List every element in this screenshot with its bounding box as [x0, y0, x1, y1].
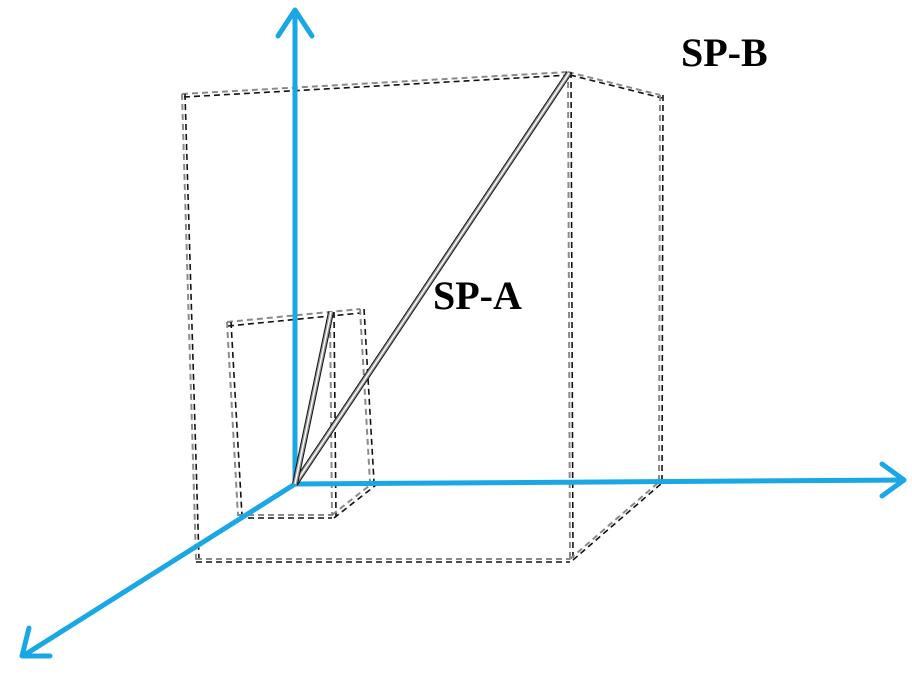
large-box-edge [569, 74, 663, 99]
large-box-edge [658, 94, 661, 483]
x-axis-arrowhead [879, 461, 907, 499]
large-box-edge [570, 71, 574, 561]
large-box-edge [567, 71, 661, 96]
small-box-edge [333, 484, 377, 519]
small-box-edge [363, 308, 375, 483]
large-box-edge [567, 71, 571, 561]
large-box-edge [184, 93, 200, 561]
large-box-edge [183, 74, 571, 98]
small-box-edge [331, 481, 375, 516]
small-box [226, 308, 377, 519]
small-box-edge [359, 308, 371, 483]
small-box-edge [226, 308, 361, 323]
small-box-edge [230, 321, 243, 517]
small-box-edge [226, 321, 239, 517]
large-box-edge [569, 481, 660, 560]
label-sp-a: SP-A [433, 273, 522, 318]
large-box-edge [572, 482, 663, 561]
y-axis [23, 481, 298, 657]
vectors [292, 71, 572, 486]
axes [19, 7, 907, 659]
large-box-edge [661, 94, 664, 483]
y-axis-arrowhead [19, 625, 53, 659]
vector-sp-b-core [294, 72, 570, 485]
label-sp-b: SP-B [681, 30, 768, 75]
large-box [181, 71, 664, 563]
x-axis [292, 477, 903, 487]
large-box-edge [181, 71, 569, 95]
large-box-edge [181, 93, 197, 561]
small-box-edge [227, 312, 362, 327]
z-axis-arrowhead [275, 7, 315, 39]
vector-sp-a-core [294, 311, 332, 485]
